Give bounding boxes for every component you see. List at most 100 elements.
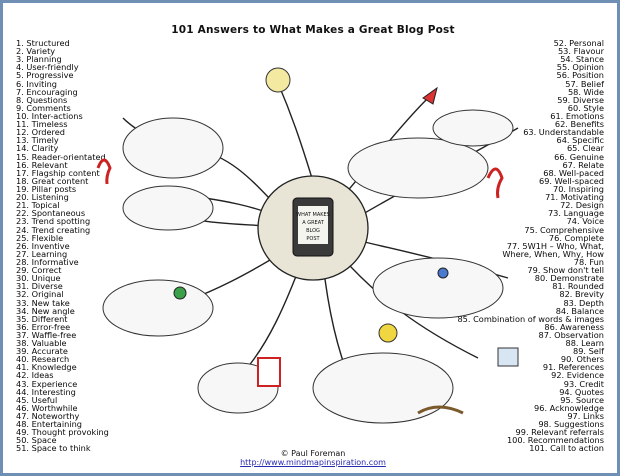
feather-icon	[417, 405, 464, 415]
center-label-4: POST	[306, 236, 320, 242]
right-item: 75. Comprehensive	[524, 224, 604, 235]
left-item: 6. Inviting	[16, 78, 58, 89]
left-item: 32. Original	[16, 289, 64, 300]
mind-map-illustration: WHAT MAKES A GREAT BLOG POST	[96, 67, 519, 424]
right-item: 96. Acknowledge	[534, 402, 604, 413]
right-item: 79. Show don't tell	[527, 265, 604, 276]
center-label-2: A GREAT	[302, 220, 325, 226]
left-item: 46. Worthwhile	[16, 402, 78, 413]
left-item: 42. Ideas	[16, 370, 54, 381]
left-item: 31. Diverse	[16, 281, 63, 292]
right-item: 66. Genuine	[554, 151, 604, 162]
right-item: 64. Specific	[556, 135, 605, 146]
left-item: 41. Knowledge	[16, 362, 77, 373]
right-item: 67. Relate	[562, 159, 604, 170]
right-item: 95. Source	[560, 394, 604, 405]
branch-bubbles	[102, 109, 514, 424]
right-item: 55. Opinion	[556, 62, 604, 73]
left-item: 14. Clarity	[16, 143, 59, 154]
left-item: 50. Space	[16, 435, 57, 446]
right-item: 60. Style	[567, 102, 604, 113]
left-item: 24. Trend creating	[16, 224, 91, 235]
right-item: 56. Position	[556, 70, 604, 81]
right-item: 89. Self	[572, 346, 604, 357]
left-item: 23. Trend spotting	[16, 216, 91, 227]
balance-icon	[497, 347, 519, 367]
right-item: 53. Flavour	[557, 46, 604, 57]
lightbulb-icon	[265, 67, 291, 93]
right-item: 61. Emotions	[550, 110, 604, 121]
page-title: 101 Answers to What Makes a Great Blog P…	[171, 24, 455, 36]
left-item: 18. Great content	[16, 175, 89, 186]
left-item: 37. Waffle-free	[16, 329, 77, 340]
right-item: 84. Balance	[555, 305, 604, 316]
credit-link[interactable]: http://www.mindmapinspiration.com	[240, 458, 386, 467]
left-item: 3. Planning	[16, 54, 62, 65]
right-item: 52. Personal	[553, 38, 604, 48]
blue-dot-icon	[437, 267, 449, 279]
left-item: 43. Experience	[16, 378, 78, 389]
left-item: 38. Valuable	[16, 338, 67, 349]
right-item: 62. Benefits	[554, 119, 604, 130]
left-item: 15. Reader-orientated	[16, 151, 106, 162]
green-dot-icon	[173, 286, 187, 300]
learner-plate-icon	[257, 357, 281, 387]
left-item: 28. Informative	[16, 256, 79, 267]
left-item: 33. New take	[16, 297, 70, 308]
right-item: 65. Clear	[566, 143, 604, 154]
right-item: 58. Wide	[567, 86, 604, 97]
right-item: 59. Diverse	[557, 94, 604, 105]
right-item: 97. Links	[567, 411, 604, 422]
right-item: 92. Evidence	[551, 370, 604, 381]
right-item: 54. Stance	[560, 54, 604, 65]
right-item: 86. Awareness	[544, 321, 604, 332]
left-item: 27. Learning	[16, 248, 68, 259]
right-item: 98. Suggestions	[538, 419, 604, 430]
left-item: 9. Comments	[16, 102, 71, 113]
right-item: 57. Belief	[565, 78, 604, 89]
right-item: 87. Observation	[538, 329, 604, 340]
left-item: 36. Error-free	[16, 321, 71, 332]
question-mark-left-icon	[96, 158, 112, 185]
left-item: 2. Variety	[16, 46, 56, 57]
left-item: 49. Thought provoking	[16, 427, 109, 438]
right-item: 80. Demonstrate	[534, 273, 604, 284]
central-screen	[298, 206, 328, 244]
right-item: 100. Recommendations	[506, 435, 604, 446]
left-item: 34. New angle	[16, 305, 75, 316]
left-item: 10. Inter-actions	[16, 110, 83, 121]
right-item: 85. Combination of words & images	[457, 313, 604, 324]
left-item: 22. Spontaneous	[16, 208, 86, 219]
right-item: 101. Call to action	[529, 443, 604, 454]
left-item: 48. Entertaining	[16, 419, 82, 430]
credit-block: © Paul Foreman http://www.mindmapinspira…	[233, 449, 393, 467]
left-item: 13. Timely	[16, 135, 59, 146]
right-item: 74. Voice	[566, 216, 604, 227]
right-item: 83. Depth	[563, 297, 604, 308]
right-item: 76. Complete	[548, 232, 604, 243]
right-item: 72. Design	[560, 200, 604, 211]
right-item: 71. Motivating	[545, 192, 604, 203]
left-item: 21. Topical	[16, 200, 60, 211]
red-marker-icon	[422, 86, 438, 105]
left-item: 47. Noteworthy	[16, 411, 80, 422]
left-item: 35. Different	[16, 313, 68, 324]
left-item: 39. Accurate	[16, 346, 68, 357]
left-item: 30. Unique	[16, 273, 61, 284]
left-item: 5. Progressive	[16, 70, 74, 81]
right-item: 73. Language	[547, 208, 604, 219]
left-item: 25. Flexible	[16, 232, 64, 243]
left-item: 19. Pillar posts	[16, 183, 77, 194]
left-item: 8. Questions	[16, 94, 68, 105]
right-item: 82. Brevity	[559, 289, 604, 300]
center-label-3: BLOG	[306, 228, 320, 234]
right-item: 94. Quotes	[559, 386, 604, 397]
left-item: 44. Interesting	[16, 386, 76, 397]
right-item: 70. Inspiring	[553, 183, 604, 194]
right-item: 63. Understandable	[523, 127, 604, 138]
right-item: 99. Relevant referrals	[515, 427, 604, 438]
right-item: Where, When, Why, How	[502, 248, 604, 259]
